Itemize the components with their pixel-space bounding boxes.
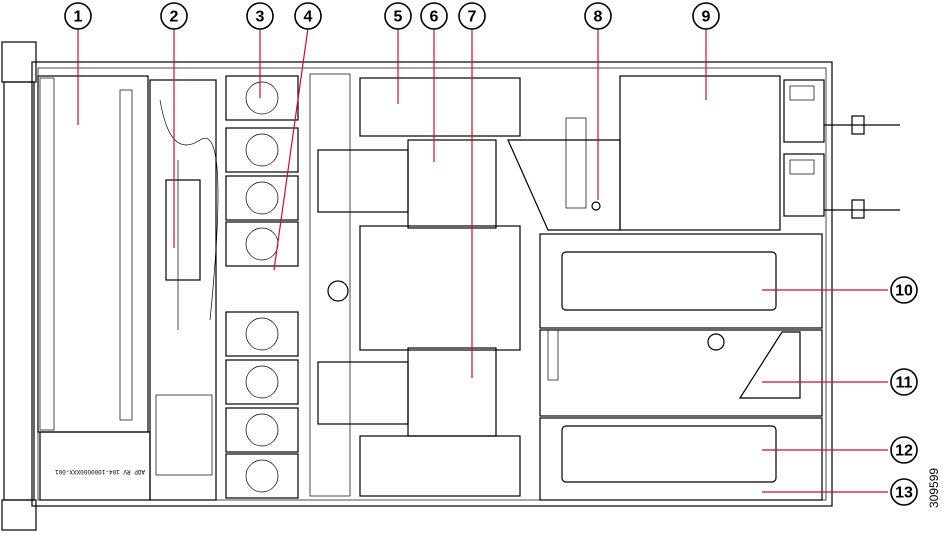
battery-area bbox=[565, 117, 601, 211]
fan-module bbox=[225, 175, 299, 221]
callout-10: 10 bbox=[890, 276, 918, 304]
callout-number: 13 bbox=[895, 485, 913, 502]
callout-number: 10 bbox=[895, 283, 913, 300]
fan-icon bbox=[245, 459, 279, 493]
front-handle-top bbox=[1, 41, 37, 83]
callout-circle bbox=[458, 2, 486, 30]
callout-circle bbox=[890, 478, 918, 506]
callout-3: 3 bbox=[246, 2, 274, 30]
figure-id: 309599 bbox=[927, 468, 941, 508]
callout-4: 4 bbox=[294, 2, 322, 30]
drive-bay: ADP RV 104-1000000XXX-001 bbox=[37, 75, 151, 501]
callout-7: 7 bbox=[458, 2, 486, 30]
callout-number: 7 bbox=[468, 9, 477, 26]
fan-module bbox=[225, 127, 299, 173]
callout-circle bbox=[890, 368, 918, 396]
fan-icon bbox=[245, 133, 279, 167]
heatsink-1 bbox=[407, 139, 497, 229]
callout-13: 13 bbox=[890, 478, 918, 506]
riser-area bbox=[507, 139, 823, 501]
controller-card bbox=[165, 179, 201, 281]
callout-circle bbox=[584, 2, 612, 30]
heatsink-2 bbox=[407, 347, 497, 437]
airflow-marker bbox=[327, 280, 349, 302]
callout-circle bbox=[420, 2, 448, 30]
chassis-label: ADP RV 104-1000000XXX-001 bbox=[55, 468, 145, 475]
callout-circle bbox=[160, 2, 188, 30]
callout-circle bbox=[890, 276, 918, 304]
callout-circle bbox=[246, 2, 274, 30]
callout-9: 9 bbox=[692, 2, 720, 30]
controller-area bbox=[149, 79, 219, 501]
riser-bracket bbox=[507, 139, 621, 231]
supercap-holder bbox=[155, 394, 213, 476]
chassis bbox=[1, 41, 833, 531]
fan-icon bbox=[245, 365, 279, 399]
dimm-bank-bottom bbox=[359, 435, 521, 497]
callout-number: 5 bbox=[394, 9, 403, 26]
cpu-socket-cover-1 bbox=[317, 149, 409, 213]
front-bezel-edge bbox=[3, 81, 35, 501]
callout-11: 11 bbox=[890, 368, 918, 396]
callout-number: 6 bbox=[430, 9, 439, 26]
callout-number: 11 bbox=[896, 375, 913, 392]
callout-circle bbox=[294, 2, 322, 30]
fan-module bbox=[225, 75, 299, 121]
riser-cage-2 bbox=[539, 329, 823, 417]
callout-circle bbox=[692, 2, 720, 30]
callout-circle bbox=[64, 2, 92, 30]
fan-module bbox=[225, 453, 299, 499]
power-supply-bay bbox=[619, 75, 900, 231]
callout-number: 4 bbox=[304, 9, 313, 26]
callout-circle bbox=[890, 436, 918, 464]
callout-number: 8 bbox=[594, 9, 603, 26]
callout-5: 5 bbox=[384, 2, 412, 30]
fan-icon bbox=[245, 181, 279, 215]
front-handle-bottom bbox=[1, 499, 37, 531]
callout-6: 6 bbox=[420, 2, 448, 30]
dimm-bank-middle bbox=[359, 225, 521, 351]
callout-number: 1 bbox=[74, 9, 83, 26]
callout-circle bbox=[384, 2, 412, 30]
cpu-socket-cover-2 bbox=[317, 361, 409, 425]
dimm-bank-top bbox=[359, 77, 521, 137]
fan-module bbox=[225, 359, 299, 405]
fan-modules bbox=[225, 75, 299, 499]
fan-icon bbox=[245, 317, 279, 351]
fan-module bbox=[225, 407, 299, 453]
leader-lines bbox=[77, 27, 888, 493]
callout-12: 12 bbox=[890, 436, 918, 464]
callout-8: 8 bbox=[584, 2, 612, 30]
riser-cage-1 bbox=[539, 233, 823, 329]
fan-icon bbox=[245, 81, 279, 115]
fan-module bbox=[225, 311, 299, 357]
drive-bay-label-plate bbox=[39, 431, 151, 501]
psu-2 bbox=[783, 153, 825, 217]
fan-icon bbox=[245, 413, 279, 447]
callout-number: 12 bbox=[895, 443, 913, 460]
riser-cage-3 bbox=[539, 417, 823, 501]
fan-module bbox=[225, 221, 299, 267]
callout-number: 2 bbox=[170, 9, 179, 26]
callout-number: 3 bbox=[256, 9, 265, 26]
fan-icon bbox=[245, 227, 279, 261]
callout-2: 2 bbox=[160, 2, 188, 30]
psu-1 bbox=[783, 79, 825, 143]
cpu-dimm-area bbox=[309, 73, 521, 497]
callout-1: 1 bbox=[64, 2, 92, 30]
callout-number: 9 bbox=[702, 9, 711, 26]
